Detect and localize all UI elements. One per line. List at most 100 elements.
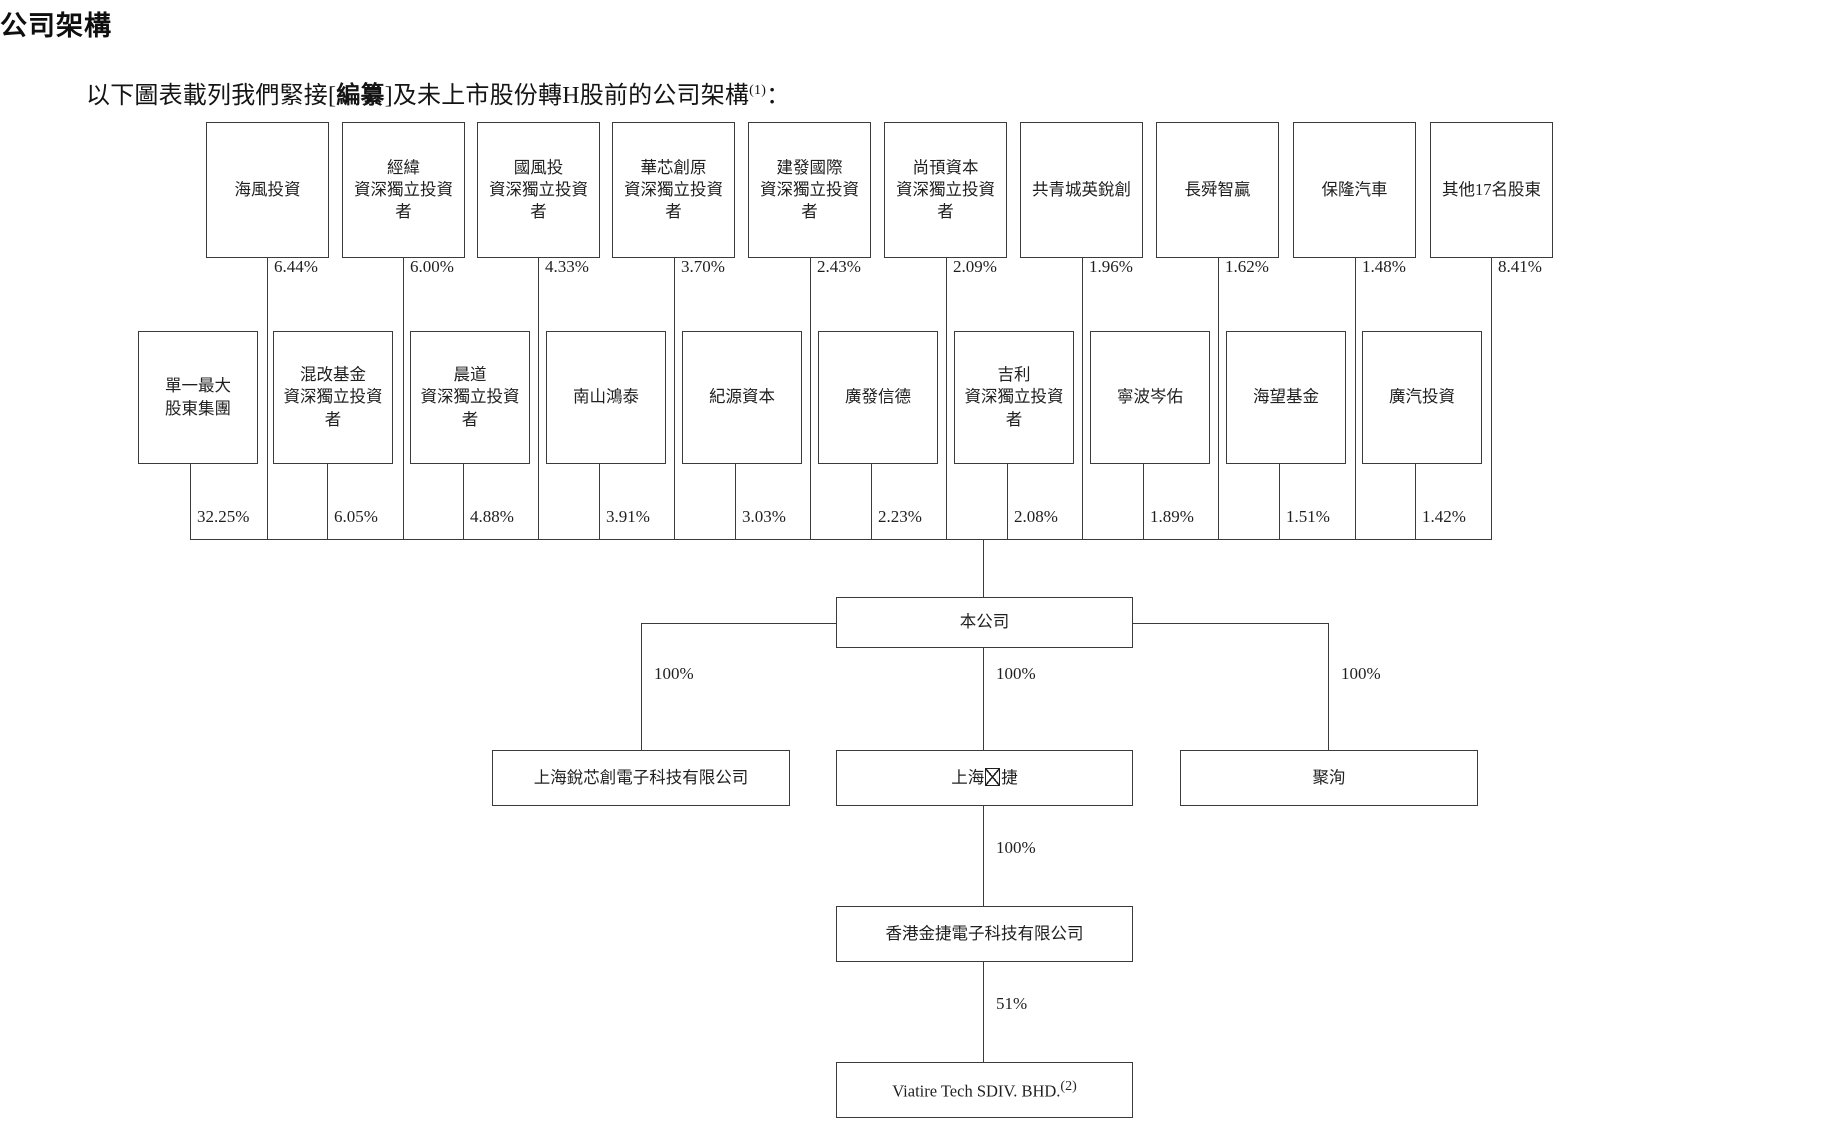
sub-subsidiary-box-1[interactable]: Viatire Tech SDIV. BHD.(2) — [836, 1062, 1133, 1118]
connector-r1-8 — [1355, 258, 1356, 539]
sub-subsidiary-box-0[interactable]: 香港金捷電子科技有限公司 — [836, 906, 1133, 962]
shareholder-box-r1-3[interactable]: 華芯創原 資深獨立投資者 — [612, 122, 735, 258]
subsidiary-box-1[interactable]: 上海捷 — [836, 750, 1133, 806]
shareholder-box-r1-2[interactable]: 國風投 資深獨立投資者 — [477, 122, 600, 258]
percent-sub-0: 100% — [654, 664, 694, 683]
subsidiary-box-0[interactable]: 上海銳芯創電子科技有限公司 — [492, 750, 790, 806]
percent-r2-8: 1.51% — [1286, 507, 1330, 526]
connector-r2-3 — [599, 464, 600, 539]
shareholder-box-r2-4[interactable]: 紀源資本 — [682, 331, 802, 464]
subsidiary-label-before: 上海 — [951, 767, 985, 787]
shareholder-label: 國風投 資深獨立投資者 — [489, 157, 588, 222]
connector-r1-2 — [538, 258, 539, 539]
connector-r1-6 — [1082, 258, 1083, 539]
shareholder-label: 吉利 資深獨立投資者 — [964, 365, 1064, 429]
percent-r2-3: 3.91% — [606, 507, 650, 526]
percent-r1-9: 8.41% — [1498, 257, 1542, 276]
shareholder-label: 晨道 資深獨立投資者 — [420, 365, 520, 429]
percent-r2-7: 1.89% — [1150, 507, 1194, 526]
percent-r2-1: 6.05% — [334, 507, 378, 526]
shareholder-label: 紀源資本 — [709, 387, 775, 407]
shareholder-box-r2-1[interactable]: 混改基金 資深獨立投資者 — [273, 331, 393, 464]
connector-r2-2 — [463, 464, 464, 539]
shareholder-label: 南山鴻泰 — [573, 387, 639, 407]
connector-r1-1 — [403, 258, 404, 539]
percent-r1-1: 6.00% — [410, 257, 454, 276]
connector-r1-3 — [674, 258, 675, 539]
percent-r1-5: 2.09% — [953, 257, 997, 276]
connector-r1-7 — [1218, 258, 1219, 539]
shareholder-box-r1-4[interactable]: 建發國際 資深獨立投資者 — [748, 122, 871, 258]
connector-r1-5 — [946, 258, 947, 539]
shareholder-box-r2-3[interactable]: 南山鴻泰 — [546, 331, 666, 464]
company-branch-right — [1132, 623, 1328, 624]
percent-r1-0: 6.44% — [274, 257, 318, 276]
connector-r2-6 — [1007, 464, 1008, 539]
shareholder-box-r1-5[interactable]: 尚頇資本 資深獨立投資者 — [884, 122, 1007, 258]
connector-to-sub-0 — [641, 623, 642, 750]
intro-colon: ： — [766, 83, 791, 109]
intro-footnote-marker: (1) — [749, 83, 767, 98]
connector-r2-5 — [871, 464, 872, 539]
shareholder-box-r1-8[interactable]: 保隆汽車 — [1293, 122, 1416, 258]
percent-sub-2: 100% — [1341, 664, 1381, 683]
shareholder-box-r2-0[interactable]: 單一最大 股東集團 — [138, 331, 258, 464]
shareholder-box-r1-6[interactable]: 共青城英銳創 — [1020, 122, 1143, 258]
connector-to-sub-2 — [1328, 623, 1329, 750]
percent-r2-9: 1.42% — [1422, 507, 1466, 526]
percent-sub-1: 100% — [996, 664, 1036, 683]
shareholder-label: 單一最大 股東集團 — [165, 376, 231, 418]
shareholder-box-r1-7[interactable]: 長舜智贏 — [1156, 122, 1279, 258]
percent-r1-3: 3.70% — [681, 257, 725, 276]
percent-r2-2: 4.88% — [470, 507, 514, 526]
shareholder-label: 長舜智贏 — [1184, 179, 1251, 199]
page-title: 公司架構 — [0, 11, 112, 41]
connector-r2-9 — [1415, 464, 1416, 539]
shareholder-box-r1-1[interactable]: 經緯 資深獨立投資者 — [342, 122, 465, 258]
shareholder-box-r2-9[interactable]: 廣汽投資 — [1362, 331, 1482, 464]
shareholder-label: 海望基金 — [1253, 387, 1319, 407]
spine-to-company — [983, 539, 984, 597]
shareholder-label: 建發國際 資深獨立投資者 — [760, 157, 859, 222]
shareholder-box-r2-6[interactable]: 吉利 資深獨立投資者 — [954, 331, 1074, 464]
connector-r2-1 — [327, 464, 328, 539]
percent-subsub-1: 51% — [996, 994, 1028, 1013]
shareholder-box-r2-8[interactable]: 海望基金 — [1226, 331, 1346, 464]
shareholder-label: 保隆汽車 — [1321, 179, 1388, 199]
collector-spine — [190, 539, 1492, 540]
shareholder-label: 共青城英銳創 — [1032, 179, 1131, 199]
company-label: 本公司 — [959, 612, 1010, 632]
shareholder-box-r1-0[interactable]: 海風投資 — [206, 122, 329, 258]
subsidiary-label-after: 捷 — [1001, 767, 1018, 787]
connector-r1-0 — [267, 258, 268, 539]
shareholder-label: 混改基金 資深獨立投資者 — [283, 365, 383, 429]
intro-prefix: 以下圖表載列我們緊接[ — [86, 83, 337, 109]
shareholder-box-r2-5[interactable]: 廣發信德 — [818, 331, 938, 464]
shareholder-label: 經緯 資深獨立投資者 — [354, 157, 453, 222]
subsidiary-label: 上海銳芯創電子科技有限公司 — [533, 767, 749, 787]
footnote-marker: (2) — [1060, 1078, 1077, 1094]
shareholder-box-r2-2[interactable]: 晨道 資深獨立投資者 — [410, 331, 530, 464]
connector-to-subsub-0 — [983, 806, 984, 906]
shareholder-label: 尚頇資本 資深獨立投資者 — [896, 157, 995, 222]
subsidiary-box-2[interactable]: 聚洵 — [1180, 750, 1478, 806]
connector-r2-4 — [735, 464, 736, 539]
shareholder-box-r1-9[interactable]: 其他17名股東 — [1430, 122, 1553, 258]
shareholder-label: 廣發信德 — [845, 387, 911, 407]
intro-suffix: ]及未上市股份轉H股前的公司架構 — [384, 83, 750, 109]
connector-r2-8 — [1279, 464, 1280, 539]
sub-subsidiary-label: Viatire Tech SDIV. BHD.(2) — [892, 1078, 1077, 1103]
percent-r1-8: 1.48% — [1362, 257, 1406, 276]
connector-to-sub-1 — [983, 648, 984, 750]
sub-subsidiary-name: Viatire Tech SDIV. BHD. — [892, 1081, 1061, 1101]
shareholder-box-r2-7[interactable]: 寧波岑佑 — [1090, 331, 1210, 464]
company-box[interactable]: 本公司 — [836, 597, 1133, 648]
percent-r1-7: 1.62% — [1225, 257, 1269, 276]
subsidiary-label: 聚洵 — [1312, 767, 1346, 787]
connector-r1-9 — [1491, 258, 1492, 539]
percent-subsub-0: 100% — [996, 838, 1036, 857]
percent-r1-6: 1.96% — [1089, 257, 1133, 276]
missing-glyph-icon — [985, 767, 1001, 786]
connector-r2-7 — [1143, 464, 1144, 539]
